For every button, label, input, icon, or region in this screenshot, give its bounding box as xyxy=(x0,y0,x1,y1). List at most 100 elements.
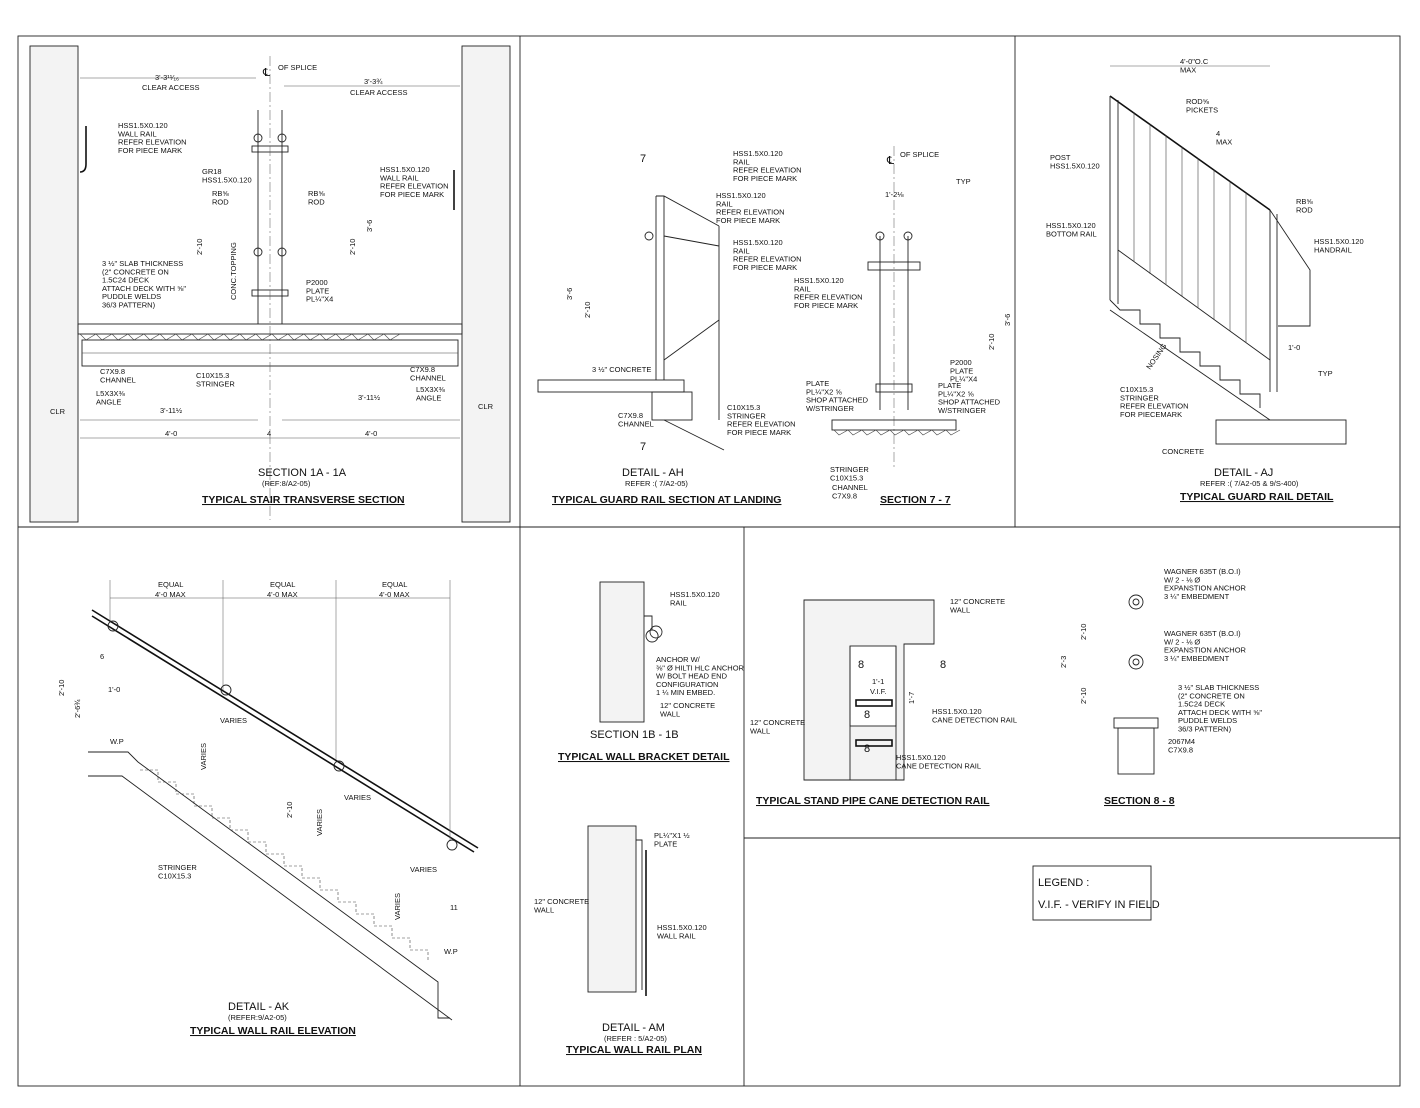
label-varies-1: VARIES xyxy=(220,716,247,725)
panel-section-1a: ℄ OF SPLICE 3'-3¹¹⁄₁₆ CLEAR ACCESS 3'-3¾… xyxy=(29,45,511,523)
dim-2-6: 2'-6¾ xyxy=(73,699,82,718)
tag-8-b: 8 xyxy=(940,659,946,671)
ak-treads xyxy=(140,769,429,962)
label-max-1: 4'-0 MAX xyxy=(155,590,186,599)
title-section-1b: SECTION 1B - 1B xyxy=(590,729,679,741)
tag-8-c: 8 xyxy=(864,709,870,721)
sheet-border xyxy=(17,35,1401,1087)
aj-concrete xyxy=(1215,419,1347,445)
dim-2-3: 2'-3 xyxy=(1059,656,1068,668)
title-section-1a: SECTION 1A - 1A xyxy=(258,467,347,479)
centerline-label: OF SPLICE xyxy=(278,63,317,72)
wall-right xyxy=(461,45,511,523)
section-tag-7-bottom: 7 xyxy=(640,441,646,453)
subtitle-section-77: SECTION 7 - 7 xyxy=(880,494,951,506)
rail-circle-upper xyxy=(1128,594,1144,610)
dim-1-1: 1'-1 xyxy=(872,677,884,686)
dim-1-7: 1'-7 xyxy=(907,692,916,704)
label-equal-3: EQUAL xyxy=(382,580,407,589)
subtitle-section-1b: TYPICAL WALL BRACKET DETAIL xyxy=(558,751,730,763)
label-varies-2: VARIES xyxy=(199,743,208,770)
tag-8-a: 8 xyxy=(858,659,864,671)
aj-handrail-top xyxy=(1109,95,1271,211)
tag-8-d: 8 xyxy=(864,743,870,755)
label-nosing: NOSING xyxy=(1144,342,1168,372)
dim-11: 11 xyxy=(450,903,458,912)
deck-flutes xyxy=(79,333,401,341)
label-concrete: 3 ½" CONCRETE xyxy=(592,365,651,374)
aj-bottom-rail xyxy=(1117,249,1271,361)
label-max-2: 4'-0 MAX xyxy=(267,590,298,599)
dim-1-2: 1'-2⅛ xyxy=(885,190,904,199)
ak-bracket-2 xyxy=(220,684,232,696)
label-max-3: 4'-0 MAX xyxy=(379,590,410,599)
cane-rail-upper xyxy=(855,699,893,707)
svg-text:℄: ℄ xyxy=(262,67,270,79)
dim-2-10-ak2: 2'-10 xyxy=(285,802,294,818)
section-tag-7-top: 7 xyxy=(640,153,646,165)
wall-rail-left xyxy=(79,126,87,173)
landing-slab xyxy=(537,379,685,393)
landing-channel xyxy=(651,391,693,421)
ak-stringer-top xyxy=(88,751,450,1019)
dim-2-10-88a: 2'-10 xyxy=(1079,624,1088,640)
cane-rail-lower xyxy=(855,739,893,747)
dim-3-11-r: 3'-11½ xyxy=(358,393,381,402)
label-varies-5: VARIES xyxy=(410,865,437,874)
label-equal-2: EQUAL xyxy=(270,580,295,589)
dim-2-10-r: 2'-10 xyxy=(348,239,357,255)
label-varies-6: VARIES xyxy=(393,893,402,920)
top-rail xyxy=(656,195,720,227)
dim-1-0: 1'-0 xyxy=(1288,343,1300,352)
dim-3-6-77: 3'-6 xyxy=(1003,314,1012,326)
panel-detail-ak: EQUAL 4'-0 MAX EQUAL 4'-0 MAX EQUAL 4'-0… xyxy=(57,580,479,1037)
dim-3-11-l: 3'-11½ xyxy=(160,406,183,415)
channel-88 xyxy=(1117,727,1155,775)
legend-item: V.I.F. - VERIFY IN FIELD xyxy=(1038,899,1160,911)
dim-2-10-88b: 2'-10 xyxy=(1079,688,1088,704)
ak-bracket-4 xyxy=(446,839,458,851)
subtitle-detail-ak: TYPICAL WALL RAIL ELEVATION xyxy=(190,1025,356,1037)
dim-4-0-l: 4'-0 xyxy=(165,429,177,438)
centerline-label-77: OF SPLICE xyxy=(900,150,939,159)
ref-section-1a: (REF:8/A2-05) xyxy=(262,479,311,488)
ak-bracket-3 xyxy=(333,760,345,772)
legend-box xyxy=(1032,865,1152,921)
label-clear-access-r: CLEAR ACCESS xyxy=(350,88,408,97)
svg-text:℄: ℄ xyxy=(886,155,894,167)
wall-rail-plate xyxy=(636,839,643,990)
ref-detail-ah: REFER :( 7/A2-05) xyxy=(625,479,688,488)
dim-4: 4 xyxy=(267,429,271,438)
ref-detail-am: (REFER : 5/A2-05) xyxy=(604,1034,667,1043)
dim-2-10-77: 2'-10 xyxy=(987,334,996,350)
